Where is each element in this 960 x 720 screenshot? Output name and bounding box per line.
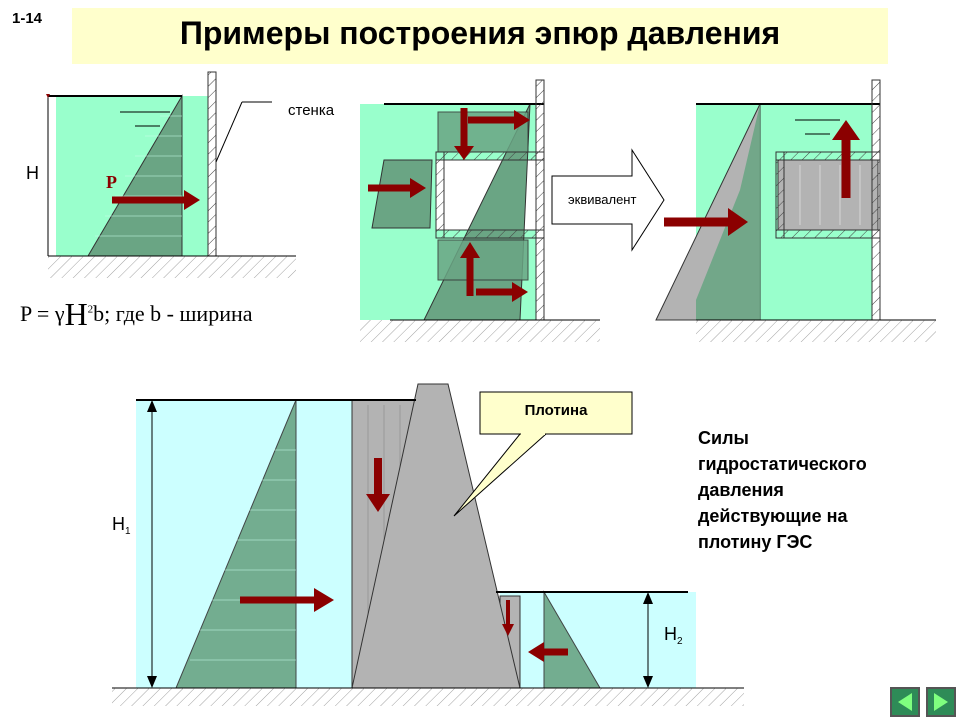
- wall-leader-line: [215, 101, 243, 163]
- formula-left: P = γ: [20, 301, 65, 326]
- force-arrowhead-up-2: [460, 242, 480, 258]
- dam-label: Плотина: [524, 402, 588, 419]
- pressure-triangle-3-overlay: [696, 104, 760, 320]
- side-pressure-block-2: [371, 159, 433, 229]
- upstream-force-arrowhead: [314, 588, 334, 612]
- force-arrowhead-up-3: [832, 120, 860, 140]
- vertical-force-arrowhead: [366, 494, 390, 512]
- dam-forces-caption: Силы гидростатического давления действую…: [698, 425, 938, 555]
- recess-wall-2: [435, 151, 545, 239]
- force-label: P: [106, 172, 117, 192]
- ground-hatch-1: [48, 256, 296, 278]
- dam-callout-box: [479, 391, 633, 435]
- caption-line: гидростатического: [698, 454, 867, 474]
- prev-slide-button[interactable]: [890, 687, 920, 717]
- ground-hatch-3: [696, 320, 936, 342]
- dam-diagram: [112, 383, 744, 706]
- wall-label: стенка: [288, 102, 335, 119]
- wall-3: [871, 79, 881, 321]
- equivalent-diagram: [655, 79, 936, 342]
- ground-hatch-2: [360, 320, 600, 342]
- formula-h: H: [64, 296, 88, 332]
- dam-ground-hatch: [112, 688, 744, 706]
- force-arrowhead-3: [728, 208, 748, 236]
- page-title: Примеры построения эпюр давления: [179, 15, 781, 51]
- force-arrowhead-side-2: [410, 178, 426, 198]
- title-background: [72, 8, 888, 64]
- force-arrowhead-1: [184, 190, 200, 210]
- downstream-water: [500, 592, 696, 688]
- triangle-left-icon: [898, 693, 912, 711]
- recess-block-3: [777, 159, 879, 231]
- h2-label: H2: [664, 624, 683, 647]
- force-arrowhead-top-2: [514, 110, 530, 130]
- equivalent-arrow-shape: [551, 148, 665, 252]
- wall-2: [535, 79, 545, 321]
- equivalent-label: эквивалент: [568, 192, 637, 207]
- formula-exponent: 2: [87, 303, 94, 316]
- force-arrowhead-down-2: [454, 146, 474, 160]
- h1-label: H1: [112, 514, 131, 537]
- wall-1: [207, 71, 217, 257]
- downstream-force-arrowhead: [528, 642, 544, 662]
- next-slide-button[interactable]: [926, 687, 956, 717]
- caption-line: давления: [698, 480, 784, 500]
- caption-line: плотину ГЭС: [698, 532, 813, 552]
- height-label: H: [26, 163, 39, 183]
- formula-right: b; где b - ширина: [93, 301, 253, 326]
- pressure-formula: P = γH2b; где b - ширина: [20, 296, 253, 333]
- caption-line: действующие на: [698, 506, 848, 526]
- force-arrowhead-bottom-2: [512, 282, 528, 302]
- bottom-pressure-block-2: [437, 239, 529, 281]
- slide-number: 1-14: [12, 10, 43, 27]
- triangle-right-icon: [934, 693, 948, 711]
- diagram-lines-1: [95, 115, 182, 237]
- wall-diagram: [46, 71, 296, 278]
- recess-lines-3: [799, 165, 861, 225]
- caption-line: Силы: [698, 428, 749, 448]
- recess-diagram: [360, 79, 600, 342]
